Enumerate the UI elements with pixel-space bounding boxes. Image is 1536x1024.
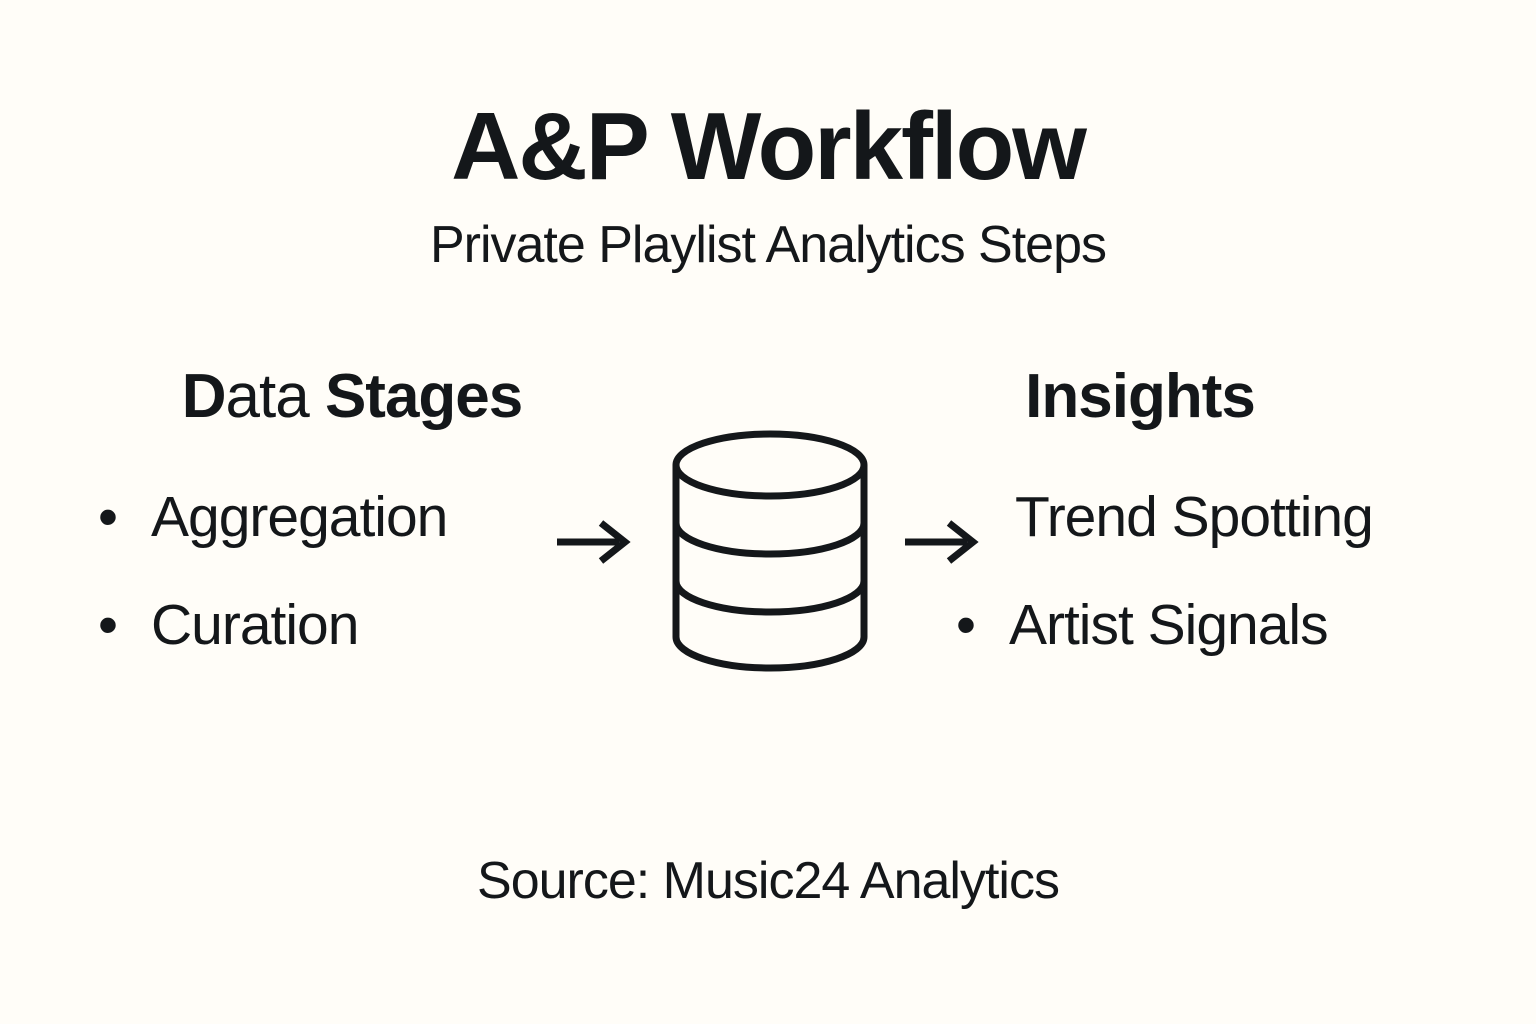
list-item: • Curation (98, 593, 359, 657)
page-title: A&P Workflow (451, 93, 1087, 200)
left-heading-part-regular: ata (225, 362, 310, 431)
list-item-label: Trend Spotting (1015, 485, 1374, 549)
arrow-right-icon (555, 516, 631, 568)
arrow-right-icon (903, 516, 979, 568)
left-column-heading: Data Stages (152, 366, 552, 428)
database-icon (672, 430, 868, 676)
left-heading-part-bold: D (181, 362, 227, 431)
left-heading-part-bold-2: Stages (308, 362, 523, 431)
source-caption: Source: Music24 Analytics (477, 852, 1060, 910)
list-item: Trend Spotting (1015, 485, 1374, 549)
list-item-label: Curation (150, 593, 359, 657)
bullet-marker: • (956, 593, 976, 657)
bullet-marker: • (98, 593, 118, 657)
list-item: • Artist Signals (956, 593, 1329, 657)
list-item-label: Aggregation (150, 485, 448, 549)
page-subtitle: Private Playlist Analytics Steps (429, 216, 1107, 274)
right-column-heading: Insights (1025, 362, 1256, 431)
bullet-marker: • (98, 485, 118, 549)
list-item-label: Artist Signals (1008, 593, 1329, 657)
list-item: • Aggregation (98, 485, 448, 549)
